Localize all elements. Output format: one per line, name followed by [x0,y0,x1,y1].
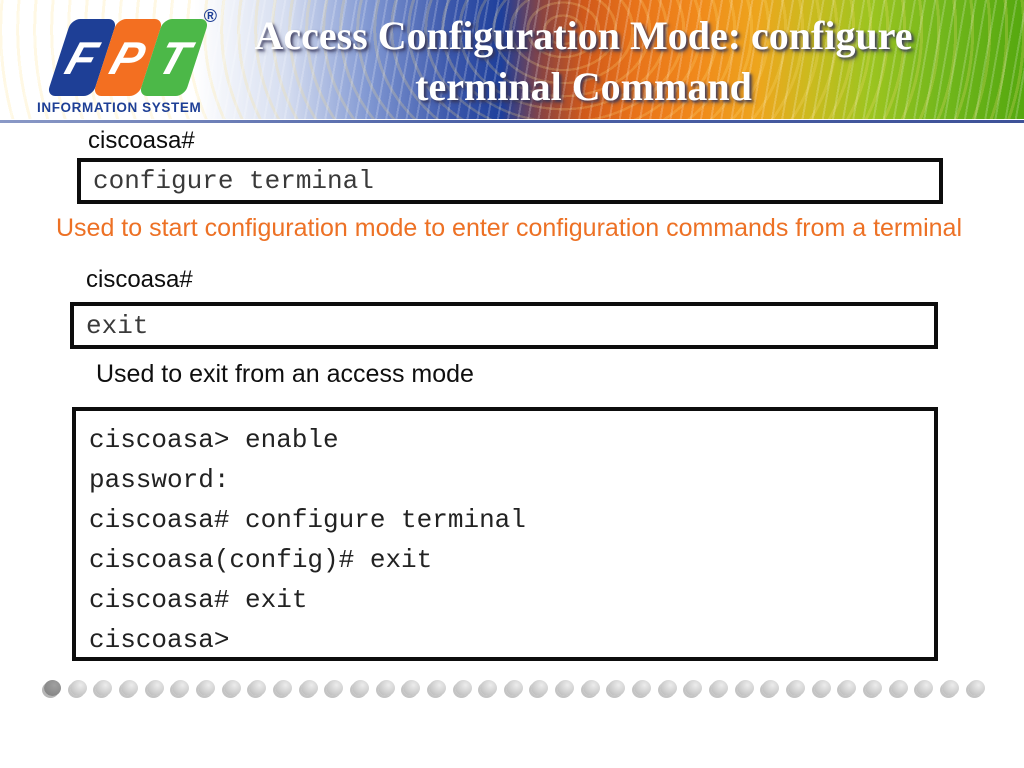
progress-dot [428,680,446,696]
progress-dot [967,680,985,696]
progress-dot [865,680,882,696]
progress-dot [788,680,806,696]
progress-dot [403,680,421,696]
progress-dot [197,680,215,696]
progress-dot [916,680,934,696]
fpt-logo: F P T ® INFORMATION SYSTEM [37,6,217,115]
slide-title-line2: terminal Command [415,64,752,109]
progress-dot [634,680,652,696]
progress-dot [454,680,472,696]
terminal-line: ciscoasa> enable [89,425,339,455]
slide-title: Access Configuration Mode: configure ter… [196,10,971,112]
progress-dot [377,680,395,696]
command-text-1: configure terminal [93,166,374,196]
terminal-line: ciscoasa(config)# exit [89,545,433,575]
progress-dot [608,680,626,696]
registered-trademark-icon: ® [203,6,217,26]
terminal-line: password: [89,465,230,495]
header-divider-line [0,120,1024,123]
terminal-example-box: ciscoasa> enable password: ciscoasa# con… [72,407,938,661]
command-description-1: Used to start configuration mode to ente… [56,214,962,242]
progress-dots [44,679,985,697]
progress-dot [839,680,857,696]
cli-prompt-2: ciscoasa# [86,266,193,293]
progress-dot [531,680,549,696]
terminal-line: ciscoasa> [89,625,230,655]
progress-dot [95,680,113,696]
progress-dot [505,680,523,696]
progress-dot-active [44,680,61,696]
progress-dot [300,680,318,696]
progress-dot [326,680,344,696]
command-text-2: exit [86,310,149,341]
slide-title-line1: Access Configuration Mode: configure [254,13,913,58]
progress-dot [890,680,908,696]
progress-dot [685,680,703,696]
progress-dot [762,680,780,696]
progress-dot [351,680,369,696]
progress-dot [659,680,677,696]
progress-dot [557,680,575,696]
progress-dot [711,680,729,696]
logo-subtitle: INFORMATION SYSTEM [37,100,202,115]
progress-dot [582,680,600,696]
terminal-line: ciscoasa# exit [89,585,308,615]
progress-dot [172,680,190,696]
progress-dot [223,680,241,696]
progress-dot [941,680,959,696]
progress-dot [249,680,267,696]
command-box-configure-terminal: configure terminal [77,158,943,204]
command-box-exit: exit [70,302,938,349]
terminal-line: ciscoasa# configure terminal [89,505,526,535]
progress-dot [274,680,292,696]
command-description-2: Used to exit from an access mode [96,360,474,388]
cli-prompt-1: ciscoasa# [88,127,195,154]
progress-dot [480,680,498,696]
progress-dot [736,680,754,696]
progress-dot [146,680,164,696]
progress-dot [69,680,87,696]
progress-dot [120,680,138,696]
progress-dot [813,680,831,696]
